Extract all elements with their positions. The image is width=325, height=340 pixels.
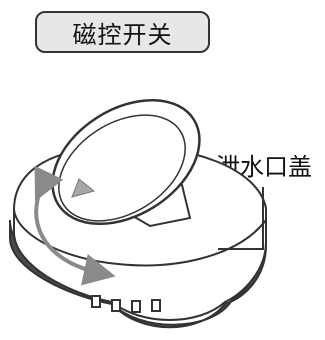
vent-holes — [91, 295, 161, 313]
magnetic-switch-label-box: 磁控开关 — [35, 11, 210, 53]
body-rim — [13, 209, 267, 267]
magnetic-switch-label: 磁控开关 — [72, 20, 173, 49]
callout-leader-line — [218, 187, 264, 250]
rotation-arrow-icon — [34, 165, 116, 286]
